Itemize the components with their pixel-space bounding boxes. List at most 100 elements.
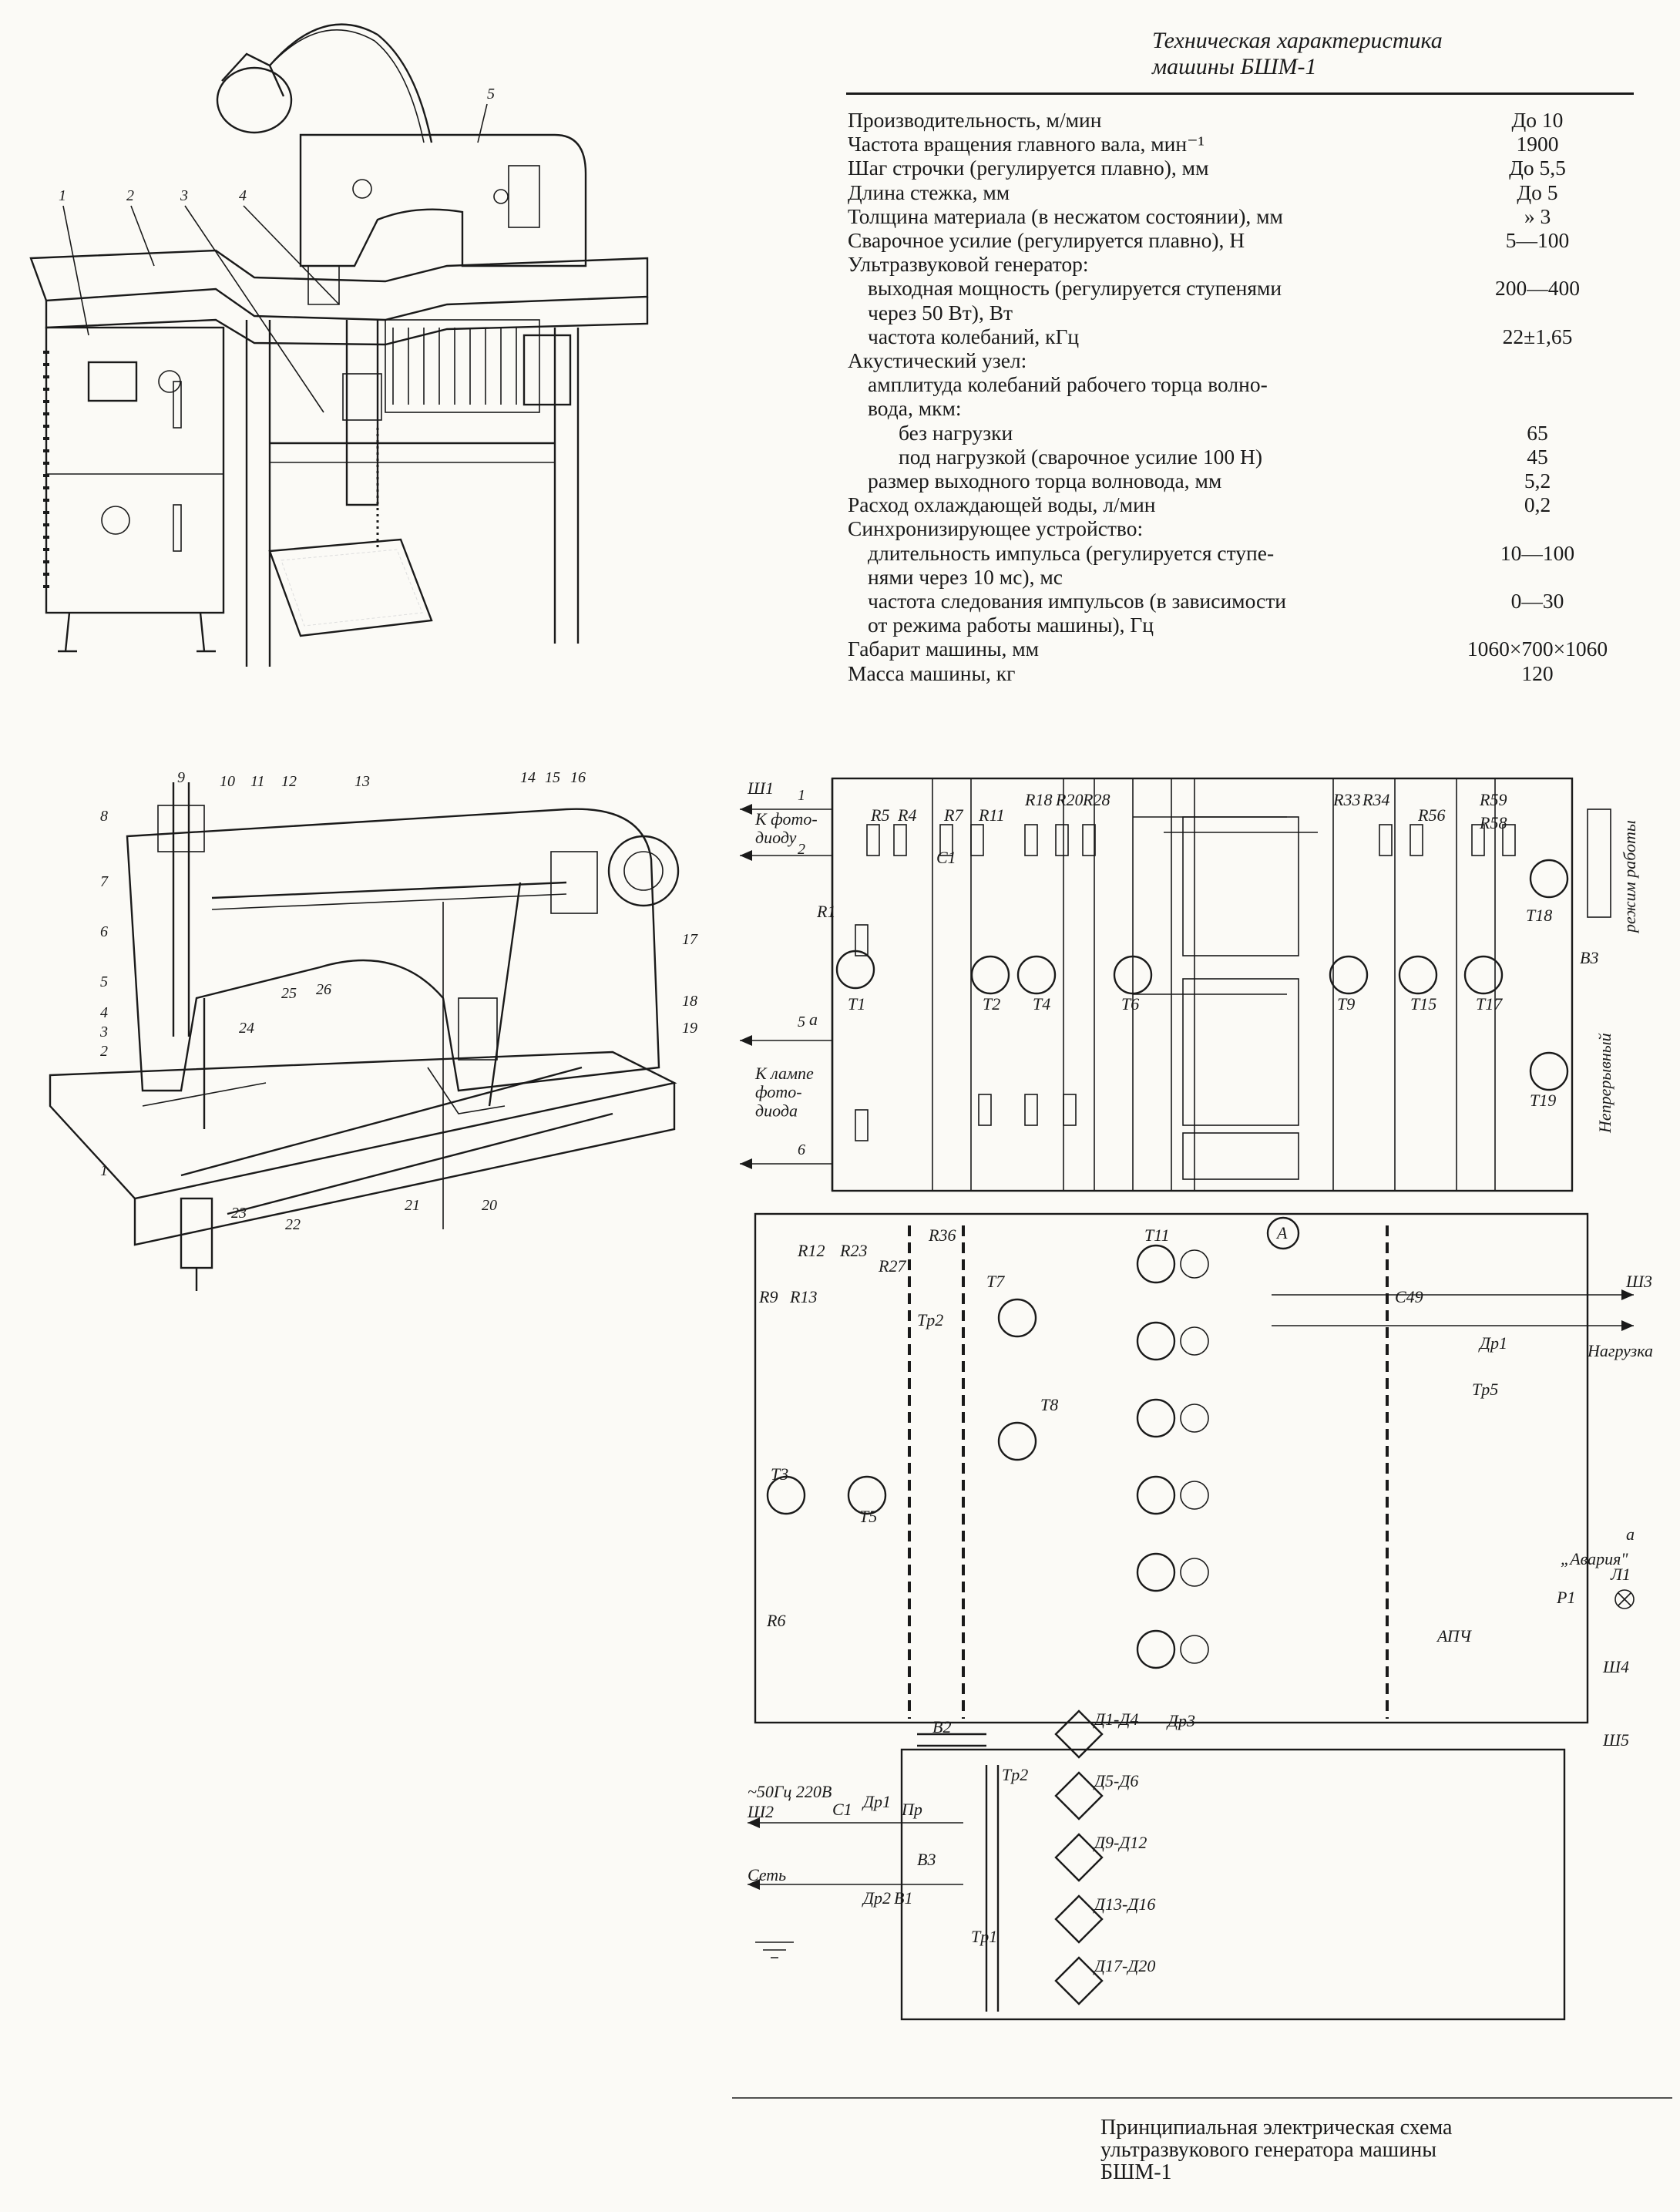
callout-4: 4 bbox=[239, 187, 247, 204]
label-Dr1: Др1 bbox=[1478, 1333, 1507, 1353]
callout-20: 20 bbox=[482, 1197, 497, 1214]
connector-sh1-pin2: 2 bbox=[798, 841, 805, 858]
callout-7: 7 bbox=[100, 873, 109, 890]
label-R5: R5 bbox=[870, 805, 889, 825]
callout-23: 23 bbox=[231, 1205, 247, 1222]
mechanism-illustration: 9 10 11 12 13 14 15 16 8 7 6 5 4 3 2 1 1… bbox=[49, 769, 698, 1291]
label-B2: B2 bbox=[932, 1717, 951, 1736]
label-Tp1-psu: Tp1 bbox=[971, 1927, 997, 1946]
mains-input: ~50Гц 220В Ш2 Сеть bbox=[747, 1782, 963, 1958]
spec-param: Толщина материала (в несжатом состоянии)… bbox=[848, 203, 1283, 228]
label-APCh: АПЧ bbox=[1436, 1626, 1473, 1646]
callout-2: 2 bbox=[126, 187, 134, 204]
spec-row: амплитуда колебаний рабочего торца волно… bbox=[848, 372, 1634, 420]
connector-sh1-pin1: 1 bbox=[798, 787, 805, 804]
spec-row: без нагрузки 65 bbox=[848, 421, 1634, 445]
lamp-drawing bbox=[216, 23, 433, 143]
spec-row: Толщина материала (в несжатом состоянии)… bbox=[848, 204, 1634, 228]
label-P1: P1 bbox=[1556, 1588, 1575, 1607]
callout-9: 9 bbox=[177, 769, 185, 786]
label-T6: T6 bbox=[1121, 994, 1139, 1014]
label-Tp2-psu: Tp2 bbox=[1002, 1765, 1028, 1784]
label-D5-D6: Д5-Д6 bbox=[1093, 1771, 1138, 1790]
label-T5: T5 bbox=[859, 1507, 877, 1526]
connector-sh1: Ш1 bbox=[747, 778, 774, 798]
callout-2: 2 bbox=[100, 1043, 108, 1060]
rectifier-bridges bbox=[1054, 1709, 1104, 2005]
callout-13: 13 bbox=[354, 773, 370, 790]
alarm-a: а bbox=[1626, 1525, 1635, 1544]
label-T19: T19 bbox=[1530, 1091, 1556, 1110]
callout-17: 17 bbox=[682, 931, 698, 948]
label-T17: T17 bbox=[1476, 994, 1503, 1014]
label-mode: режим работы bbox=[1620, 820, 1639, 934]
pin-a: а bbox=[809, 1010, 818, 1029]
spec-value: 0—30 bbox=[1510, 589, 1564, 614]
spec-value: 1900 bbox=[1516, 132, 1559, 156]
callout-21: 21 bbox=[405, 1197, 420, 1214]
callout-14: 14 bbox=[520, 769, 536, 786]
label-mains-freq: ~50Гц 220В bbox=[748, 1782, 832, 1801]
spec-value: До 5,5 bbox=[1509, 156, 1566, 180]
spec-value: 200—400 bbox=[1495, 276, 1580, 301]
label-R58: R58 bbox=[1479, 813, 1507, 832]
spec-param: без нагрузки bbox=[899, 420, 1013, 445]
spec-param: под нагрузкой (сварочное усилие 100 Н) bbox=[899, 444, 1263, 469]
label-to-photodiode: К фото-диоду bbox=[754, 809, 818, 847]
spec-param: выходная мощность (регулируется ступеням… bbox=[868, 276, 1282, 324]
spec-param: Сварочное усилие (регулируется плавно), … bbox=[848, 228, 1245, 253]
label-D9-D12: Д9-Д12 bbox=[1093, 1833, 1147, 1852]
label-B1-psu: B1 bbox=[894, 1888, 912, 1908]
label-D13-D16: Д13-Д16 bbox=[1093, 1894, 1155, 1914]
label-Tp3: R36 bbox=[928, 1225, 956, 1245]
label-R9: R9 bbox=[758, 1287, 778, 1306]
label-C1-psu: C1 bbox=[832, 1800, 852, 1819]
schematic-caption: Принципиальная электрическая схема ультр… bbox=[1100, 2116, 1453, 2184]
spec-param: Частота вращения главного вала, мин⁻¹ bbox=[848, 132, 1205, 156]
callout-5: 5 bbox=[487, 86, 495, 103]
spec-row: Сварочное усилие (регулируется плавно), … bbox=[848, 228, 1634, 252]
spec-param: Синхронизирующее устройство: bbox=[848, 516, 1144, 541]
label-mains: Сеть bbox=[748, 1865, 786, 1884]
label-Dr1-psu: Дp1 bbox=[862, 1792, 891, 1811]
spec-title: Техническая характеристика машины БШМ-1 bbox=[1152, 28, 1584, 80]
label-continuous: Непрерывный bbox=[1595, 1033, 1614, 1134]
label-T9: T9 bbox=[1337, 994, 1355, 1014]
spec-param: Ультразвуковой генератор: bbox=[848, 252, 1089, 277]
spec-value: 1060×700×1060 bbox=[1467, 637, 1608, 661]
label-Dr3: Дp3 bbox=[1166, 1711, 1195, 1730]
spec-value: 22±1,65 bbox=[1502, 324, 1573, 348]
spec-row: под нагрузкой (сварочное усилие 100 Н)45 bbox=[848, 445, 1634, 469]
spec-param: частота колебаний, кГц bbox=[868, 324, 1080, 348]
spec-value: 65 bbox=[1527, 420, 1548, 445]
pin-6: 6 bbox=[798, 1141, 805, 1158]
machine-table-illustration: 1 2 3 4 5 bbox=[29, 23, 649, 667]
connector-sh4: Ш4 bbox=[1602, 1657, 1629, 1676]
schematic-psu-panel: ~50Гц 220В Ш2 Сеть B2 Дp3 Д1-Д4 Tp2 Д5-Д… bbox=[747, 1709, 1566, 2021]
callout-15: 15 bbox=[545, 769, 560, 786]
transistors-top bbox=[835, 859, 1569, 1091]
capacitor-bank-top bbox=[1182, 816, 1299, 1180]
spec-title-line2: машины БШМ-1 bbox=[1152, 54, 1317, 79]
spec-param: Длина стежка, мм bbox=[848, 180, 1010, 204]
callout-10: 10 bbox=[220, 773, 235, 790]
table-top-drawing bbox=[29, 249, 649, 346]
label-ammeter: A bbox=[1275, 1223, 1288, 1242]
spec-param: Масса машины, кг bbox=[848, 661, 1016, 685]
output-transistor-stack bbox=[1136, 1244, 1209, 1669]
label-T2: T2 bbox=[983, 994, 1000, 1014]
spec-row: частота колебаний, кГц 22±1,65 bbox=[848, 324, 1634, 348]
callout-1: 1 bbox=[59, 187, 66, 204]
spec-row: Частота вращения главного вала, мин⁻¹ 190… bbox=[848, 132, 1634, 156]
sewing-head-drawing bbox=[299, 133, 587, 305]
label-R4: R4 bbox=[897, 805, 916, 825]
label-R18: R18 bbox=[1024, 790, 1052, 809]
connectors-mid: Ш3 Нагрузка а „Авария" Ш4 Ш5 bbox=[1272, 1272, 1653, 1750]
label-R59: R59 bbox=[1479, 790, 1507, 809]
label-T7: T7 bbox=[986, 1272, 1005, 1291]
